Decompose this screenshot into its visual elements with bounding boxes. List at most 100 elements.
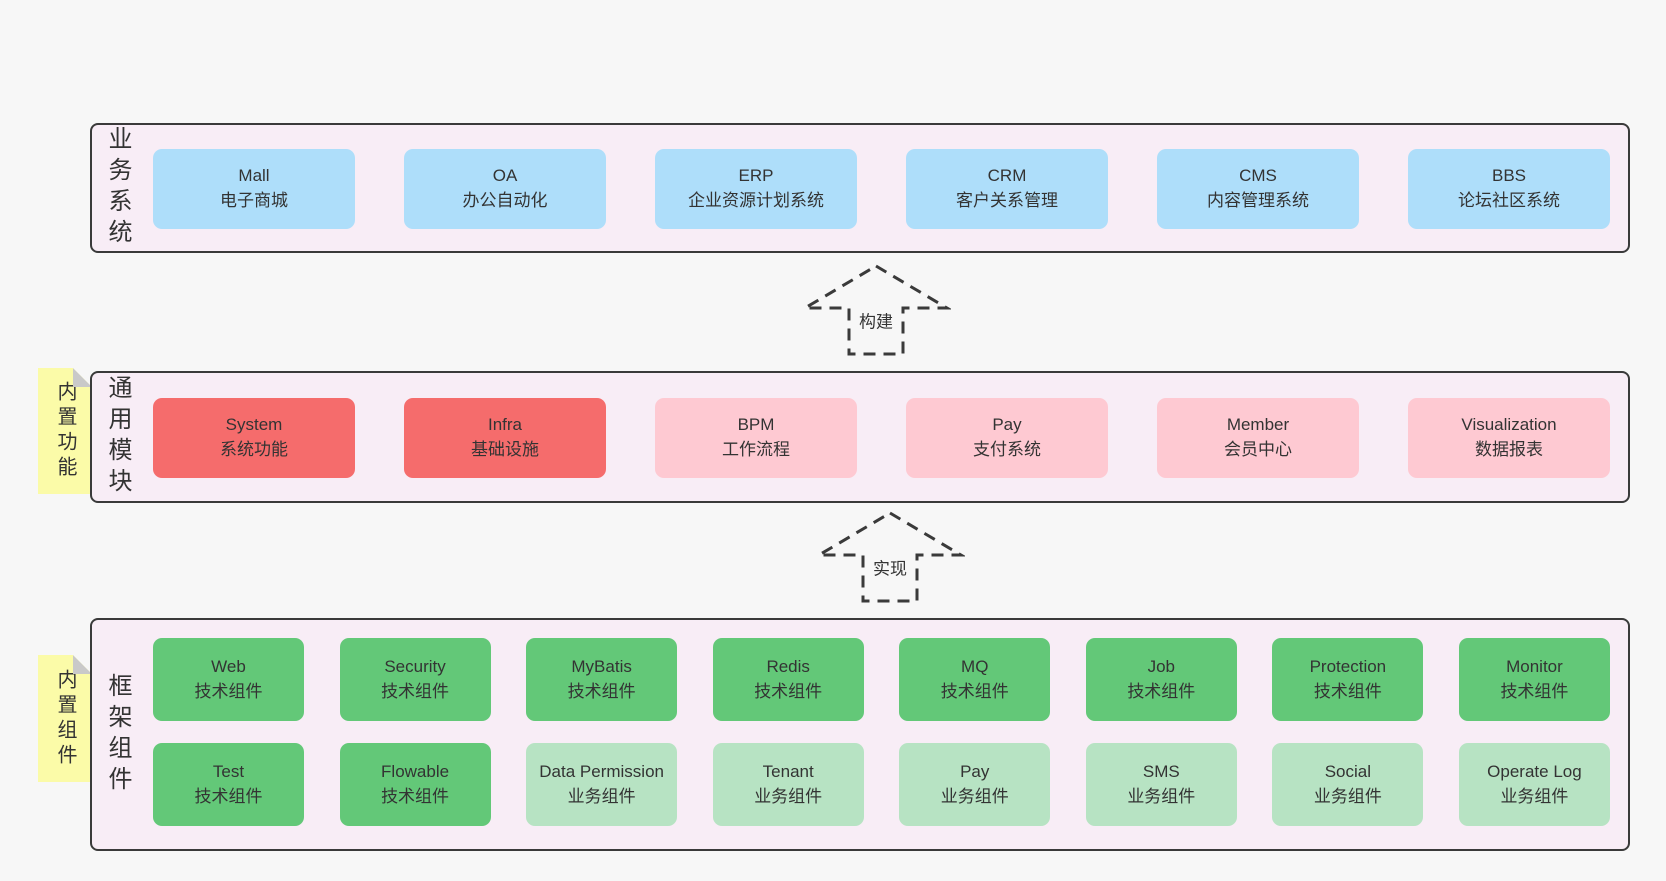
box-title: Mall	[238, 166, 270, 186]
box-flowable: Flowable 技术组件	[339, 743, 491, 826]
box-subtitle: 技术组件	[754, 681, 823, 701]
box-title: Monitor	[1506, 656, 1563, 676]
box-subtitle: 企业资源计划系统	[688, 191, 824, 210]
box-subtitle: 技术组件	[381, 786, 450, 806]
arrow-up-dashed-icon	[801, 264, 951, 356]
panel-label-business-systems: 业务系统	[104, 126, 131, 250]
box-subtitle: 技术组件	[194, 786, 263, 806]
box-title: SMS	[1142, 761, 1180, 781]
box-subtitle: 技术组件	[1313, 681, 1382, 701]
box-title: Job	[1147, 656, 1176, 676]
sticky-note-label: 内置组件	[54, 668, 76, 769]
box-subtitle: 系统功能	[220, 440, 288, 459]
box-subtitle: 技术组件	[567, 681, 636, 701]
box-subtitle: 内容管理系统	[1207, 191, 1309, 210]
box-title: CMS	[1239, 166, 1277, 186]
build-arrow: 构建	[801, 263, 951, 357]
box-title: Operate Log	[1487, 761, 1582, 781]
box-title: Infra	[487, 415, 523, 435]
box-subtitle: 基础设施	[471, 440, 539, 459]
box-subtitle: 客户关系管理	[956, 191, 1058, 210]
box-title: Protection	[1309, 656, 1387, 676]
box-subtitle: 业务组件	[1500, 786, 1569, 806]
box-monitor: Monitor 技术组件	[1458, 638, 1610, 721]
box-title: System	[225, 415, 283, 435]
box-pay-component: Pay 业务组件	[899, 743, 1051, 826]
box-title: Tenant	[762, 761, 814, 781]
business-box-row: Mall 电子商城 OA 办公自动化 ERP 企业资源计划系统 CRM 客户关系…	[153, 149, 1610, 229]
box-redis: Redis 技术组件	[712, 638, 864, 721]
box-subtitle: 技术组件	[1500, 681, 1569, 701]
box-mall: Mall 电子商城	[153, 149, 355, 229]
box-subtitle: 技术组件	[940, 681, 1009, 701]
box-title: Test	[212, 761, 245, 781]
box-title: Redis	[766, 656, 810, 676]
box-title: Pay	[992, 415, 1022, 435]
box-subtitle: 业务组件	[754, 786, 823, 806]
box-title: MQ	[961, 656, 989, 676]
box-title: Visualization	[1461, 415, 1557, 435]
box-erp: ERP 企业资源计划系统	[655, 149, 857, 229]
box-title: BPM	[737, 415, 775, 435]
box-oa: OA 办公自动化	[404, 149, 606, 229]
box-test: Test 技术组件	[153, 743, 304, 826]
box-web: Web 技术组件	[153, 638, 304, 721]
box-member: Member 会员中心	[1157, 398, 1359, 478]
box-title: Web	[211, 656, 246, 676]
box-subtitle: 业务组件	[567, 786, 636, 806]
box-mybatis: MyBatis 技术组件	[526, 638, 678, 721]
box-pay-module: Pay 支付系统	[906, 398, 1108, 478]
panel-framework-components: 框架组件 Web 技术组件 Security 技术组件 MyBatis 技术组件…	[90, 618, 1630, 851]
sticky-note-built-in-features: 内置功能	[38, 368, 92, 494]
framework-box-row-2: Test 技术组件 Flowable 技术组件 Data Permission …	[153, 743, 1610, 826]
box-system: System 系统功能	[153, 398, 355, 478]
box-sms: SMS 业务组件	[1085, 743, 1237, 826]
box-subtitle: 业务组件	[1127, 786, 1196, 806]
box-subtitle: 电子商城	[220, 191, 288, 210]
box-title: Flowable	[381, 761, 450, 781]
box-title: Social	[1324, 761, 1372, 781]
build-arrow-label: 构建	[856, 306, 896, 334]
implement-arrow: 实现	[815, 510, 965, 604]
box-job: Job 技术组件	[1085, 638, 1237, 721]
box-subtitle: 办公自动化	[462, 191, 548, 210]
box-protection: Protection 技术组件	[1272, 638, 1424, 721]
box-title: Member	[1226, 415, 1290, 435]
box-subtitle: 会员中心	[1224, 440, 1292, 459]
box-subtitle: 技术组件	[381, 681, 450, 701]
arrow-up-dashed-icon	[815, 511, 965, 603]
panel-label-common-modules: 通用模块	[104, 375, 131, 499]
sticky-note-built-in-components: 内置组件	[38, 655, 92, 782]
box-subtitle: 数据报表	[1475, 440, 1543, 459]
sticky-note-label: 内置功能	[54, 381, 76, 481]
box-social: Social 业务组件	[1272, 743, 1424, 826]
box-mq: MQ 技术组件	[899, 638, 1051, 721]
implement-arrow-label: 实现	[870, 553, 910, 581]
box-title: Security	[384, 656, 446, 676]
box-subtitle: 支付系统	[973, 440, 1041, 459]
box-title: CRM	[987, 166, 1027, 186]
panel-common-modules: 通用模块 System 系统功能 Infra 基础设施 BPM 工作流程 Pay…	[90, 371, 1630, 503]
box-subtitle: 技术组件	[194, 681, 263, 701]
box-data-permission: Data Permission 业务组件	[526, 743, 678, 826]
box-visualization: Visualization 数据报表	[1408, 398, 1610, 478]
modules-box-row: System 系统功能 Infra 基础设施 BPM 工作流程 Pay 支付系统…	[153, 398, 1610, 478]
box-title: OA	[492, 166, 518, 186]
box-title: MyBatis	[571, 656, 632, 676]
box-security: Security 技术组件	[339, 638, 491, 721]
box-bpm: BPM 工作流程	[655, 398, 857, 478]
box-title: ERP	[738, 166, 774, 186]
box-subtitle: 业务组件	[1313, 786, 1382, 806]
box-title: Pay	[960, 761, 990, 781]
box-bbs: BBS 论坛社区系统	[1408, 149, 1610, 229]
box-infra: Infra 基础设施	[404, 398, 606, 478]
box-operate-log: Operate Log 业务组件	[1458, 743, 1610, 826]
box-subtitle: 工作流程	[722, 440, 790, 459]
box-subtitle: 技术组件	[1127, 681, 1196, 701]
box-subtitle: 论坛社区系统	[1458, 191, 1560, 210]
framework-box-row-1: Web 技术组件 Security 技术组件 MyBatis 技术组件 Redi…	[153, 638, 1610, 721]
box-crm: CRM 客户关系管理	[906, 149, 1108, 229]
panel-business-systems: 业务系统 Mall 电子商城 OA 办公自动化 ERP 企业资源计划系统 CRM…	[90, 123, 1630, 253]
box-title: BBS	[1491, 166, 1527, 186]
box-subtitle: 业务组件	[940, 786, 1009, 806]
